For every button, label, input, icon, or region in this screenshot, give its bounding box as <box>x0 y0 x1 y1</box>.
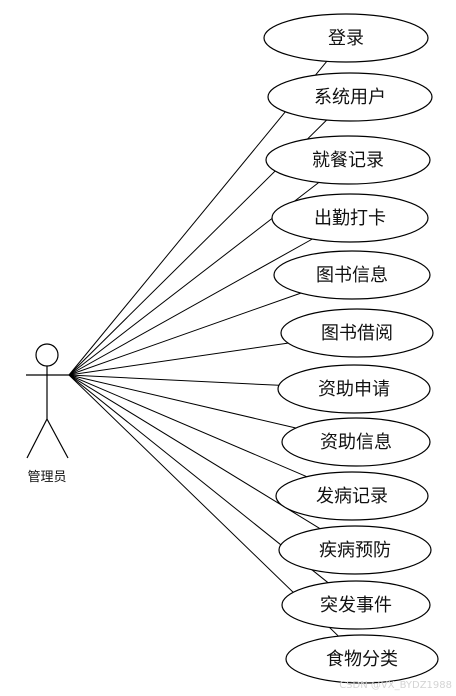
association-line-illness-records <box>68 374 307 478</box>
use-case-ellipse <box>271 193 429 243</box>
use-cases: 登录系统用户就餐记录出勤打卡图书信息图书借阅资助申请资助信息发病记录疾病预防突发… <box>263 13 439 684</box>
use-case-ellipse <box>281 580 431 630</box>
use-case-book-info: 图书信息 <box>273 250 431 300</box>
use-case-label: 登录 <box>328 28 364 49</box>
watermark: CSDN @VX_BYDZ1988 <box>339 680 452 691</box>
use-case-ellipse <box>281 417 431 467</box>
use-case-ellipse <box>285 634 439 684</box>
use-case-system-users: 系统用户 <box>267 72 433 122</box>
actor-right-leg <box>46 418 69 459</box>
use-case-ellipse <box>263 13 429 63</box>
association-lines <box>68 60 339 637</box>
use-case-aid-info: 资助信息 <box>281 417 431 467</box>
association-line-disease-prevention <box>68 374 321 530</box>
use-case-label: 图书借阅 <box>321 323 393 344</box>
use-case-ellipse <box>278 525 432 575</box>
actor-label: 管理员 <box>27 470 66 485</box>
use-case-disease-prevention: 疾病预防 <box>278 525 432 575</box>
use-case-dining-records: 就餐记录 <box>265 135 431 185</box>
actor-head <box>35 343 59 367</box>
use-case-label: 资助申请 <box>318 379 390 400</box>
association-line-login <box>68 60 328 376</box>
use-case-attendance: 出勤打卡 <box>271 193 429 243</box>
association-line-aid-info <box>68 374 297 429</box>
use-case-login: 登录 <box>263 13 429 63</box>
use-case-book-borrow: 图书借阅 <box>280 308 434 358</box>
use-case-label: 图书信息 <box>316 265 388 286</box>
actor-left-leg <box>26 418 48 459</box>
association-line-book-info <box>68 292 301 376</box>
use-case-label: 食物分类 <box>326 649 398 670</box>
association-line-book-borrow <box>68 342 289 376</box>
use-case-ellipse <box>277 364 431 414</box>
use-case-illness-records: 发病记录 <box>275 471 429 521</box>
association-line-aid-application <box>68 374 279 386</box>
use-case-food-categories: 食物分类 <box>285 634 439 684</box>
use-case-label: 系统用户 <box>314 87 386 108</box>
use-case-label: 疾病预防 <box>319 540 391 561</box>
use-case-label: 发病记录 <box>316 486 388 507</box>
association-line-attendance <box>68 238 313 376</box>
use-case-ellipse <box>273 250 431 300</box>
actor-figure <box>26 343 69 459</box>
use-case-label: 突发事件 <box>320 595 392 616</box>
use-case-ellipse <box>275 471 429 521</box>
use-case-label: 就餐记录 <box>312 150 384 171</box>
use-case-ellipse <box>265 135 431 185</box>
use-case-emergencies: 突发事件 <box>281 580 431 630</box>
use-case-aid-application: 资助申请 <box>277 364 431 414</box>
use-case-ellipse <box>267 72 433 122</box>
use-case-label: 资助信息 <box>320 432 392 453</box>
use-case-ellipse <box>280 308 434 358</box>
use-case-label: 出勤打卡 <box>314 208 386 229</box>
